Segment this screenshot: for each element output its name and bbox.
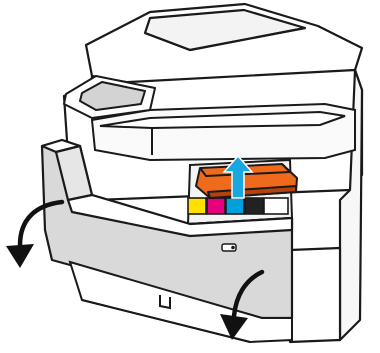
slot-black (245, 198, 263, 214)
slot-magenta (207, 198, 225, 214)
cartridge-slots (188, 198, 288, 214)
slot-yellow (188, 198, 206, 214)
slot-cyan (226, 198, 244, 214)
door-latch-icon (222, 244, 236, 251)
